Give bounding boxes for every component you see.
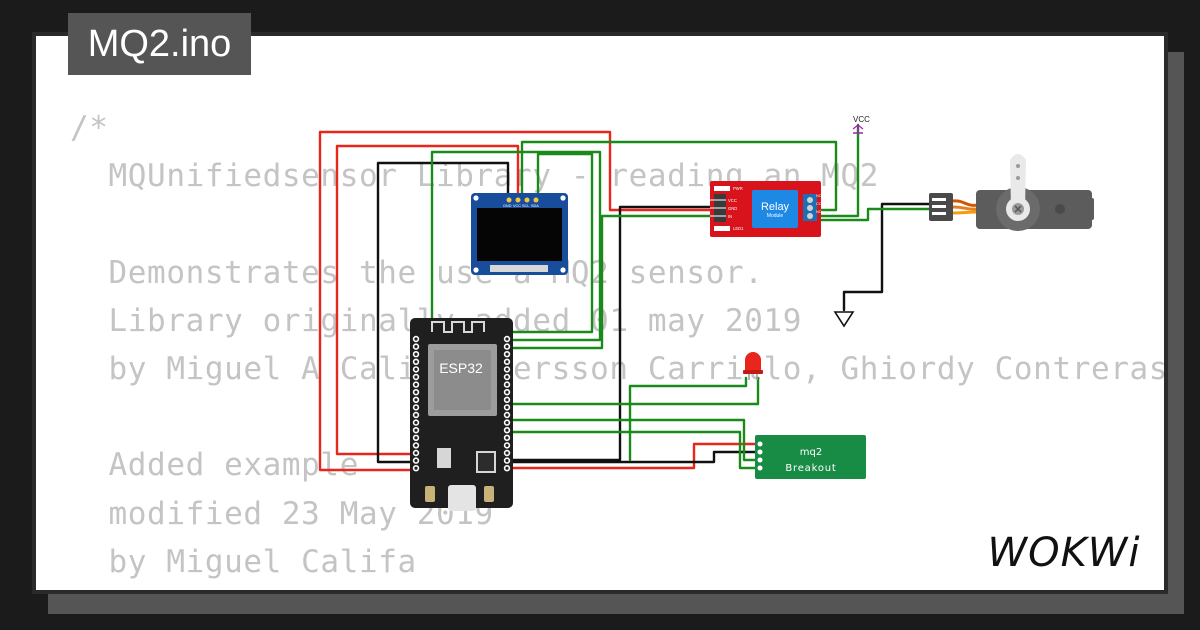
esp32-pin[interactable] — [503, 457, 511, 464]
esp32-pin[interactable] — [412, 465, 420, 472]
ground-symbol — [833, 311, 855, 328]
esp32-pin[interactable] — [503, 351, 511, 358]
mq2-label: mq2 — [800, 447, 822, 458]
wire-green-relay-com — [520, 140, 838, 212]
esp32-pin[interactable] — [412, 366, 420, 373]
wire-green-relay-in — [510, 214, 714, 350]
esp32-label: ESP32 — [439, 360, 483, 376]
wire-green-servo-sig — [818, 207, 940, 222]
esp32-pin[interactable] — [503, 335, 511, 343]
esp32-pin[interactable] — [412, 411, 420, 419]
esp32-pin[interactable] — [412, 457, 420, 464]
oled-pin-sda: SDA — [531, 204, 539, 208]
wire-green-led — [510, 376, 760, 406]
esp32-pin[interactable] — [412, 404, 420, 411]
relay-module[interactable]: Relay Module PWR LED1 VCC GND IN NC COM … — [710, 181, 826, 237]
wire-green-mq2-analog — [510, 430, 760, 470]
code-line: Added example — [70, 447, 359, 484]
esp32-pin[interactable] — [503, 449, 511, 457]
wire-green-oled-sda — [506, 152, 594, 334]
esp32-pin[interactable] — [503, 411, 511, 419]
relay-pin-gnd: GND — [728, 206, 737, 211]
wire-black-servo-gnd — [842, 202, 940, 312]
wire-red-mq2-vcc — [510, 442, 760, 470]
esp32-pin[interactable] — [412, 358, 420, 365]
esp32-pin[interactable] — [412, 381, 420, 388]
esp32-pin[interactable] — [503, 427, 511, 434]
relay-sublabel: Module — [767, 213, 784, 219]
esp32-pin[interactable] — [503, 381, 511, 388]
esp32-pin[interactable] — [503, 343, 511, 350]
wire-red-oled-vcc — [335, 144, 520, 456]
oled-pin-gnd: GND — [503, 204, 512, 208]
wire-red-vcc-loop — [318, 130, 714, 472]
wire-black-mq2-gnd — [510, 450, 760, 464]
wire-black-oled-gnd — [376, 161, 510, 464]
esp32-pin[interactable] — [412, 335, 420, 343]
relay-out-nc: NC — [816, 194, 822, 198]
esp32-pin[interactable] — [412, 389, 420, 396]
code-line: /* — [70, 110, 109, 146]
svg-text:GND VCC SCL: GND VCC SCL SDA — [503, 204, 539, 208]
wire-green-relay-no — [818, 123, 860, 218]
esp32-pin[interactable] — [412, 427, 420, 434]
esp32-pin[interactable] — [503, 419, 511, 426]
mq2-sublabel: Breakout — [785, 463, 836, 474]
relay-out-no: NO — [816, 210, 822, 214]
esp32-pin[interactable] — [412, 449, 420, 457]
esp32-board[interactable]: ESP32 — [410, 318, 513, 511]
oled-display[interactable]: GND VCC SCL SDA — [471, 193, 568, 275]
wokwi-logo-text: WOKWi — [988, 530, 1141, 576]
wire-green-led-cathode — [628, 376, 748, 462]
relay-label: Relay — [761, 201, 790, 213]
wokwi-logo: WOKWi — [988, 530, 1141, 576]
vcc-symbol: VCC — [852, 115, 870, 134]
wire-green-mq2-digital — [510, 418, 760, 462]
wire-black-relay-gnd — [510, 205, 714, 462]
esp32-pin[interactable] — [412, 351, 420, 358]
relay-led-led1: LED1 — [733, 226, 744, 231]
vcc-label: VCC — [853, 115, 870, 124]
esp32-pin[interactable] — [503, 373, 511, 381]
esp32-pin[interactable] — [412, 434, 420, 441]
esp32-pin[interactable] — [412, 373, 420, 381]
oled-pin-vcc: VCC — [513, 204, 521, 208]
esp32-pin[interactable] — [503, 396, 511, 403]
esp32-pin[interactable] — [503, 442, 511, 449]
esp32-pin[interactable] — [412, 419, 420, 426]
esp32-pin[interactable] — [412, 396, 420, 403]
svg-text:VCC GND IN: VCC GND IN — [728, 198, 738, 219]
code-line: by Miguel A Califa, Yersson Carrillo, Gh… — [108, 351, 1168, 388]
oled-pin-scl: SCL — [522, 204, 529, 208]
relay-pin-vcc: VCC — [728, 198, 737, 203]
esp32-pin[interactable] — [503, 465, 511, 472]
relay-pin-in: IN — [728, 214, 732, 219]
esp32-pin[interactable] — [412, 343, 420, 350]
esp32-pin[interactable] — [412, 442, 420, 449]
servo-motor[interactable] — [929, 154, 1094, 231]
esp32-pin[interactable] — [503, 389, 511, 396]
esp32-pin[interactable] — [503, 434, 511, 441]
code-line: by Miguel Califa — [70, 543, 417, 580]
mq2-breakout[interactable]: mq2 Breakout — [755, 435, 866, 479]
relay-led-pwr: PWR — [733, 186, 743, 191]
esp32-pin[interactable] — [503, 358, 511, 365]
esp32-pin[interactable] — [503, 366, 511, 373]
relay-out-com: COM — [816, 202, 825, 206]
file-tab-title: MQ2.ino — [68, 13, 251, 75]
svg-text:NC COM NO: NC COM NO — [816, 194, 826, 214]
red-led[interactable] — [743, 352, 763, 380]
esp32-pin[interactable] — [503, 404, 511, 411]
